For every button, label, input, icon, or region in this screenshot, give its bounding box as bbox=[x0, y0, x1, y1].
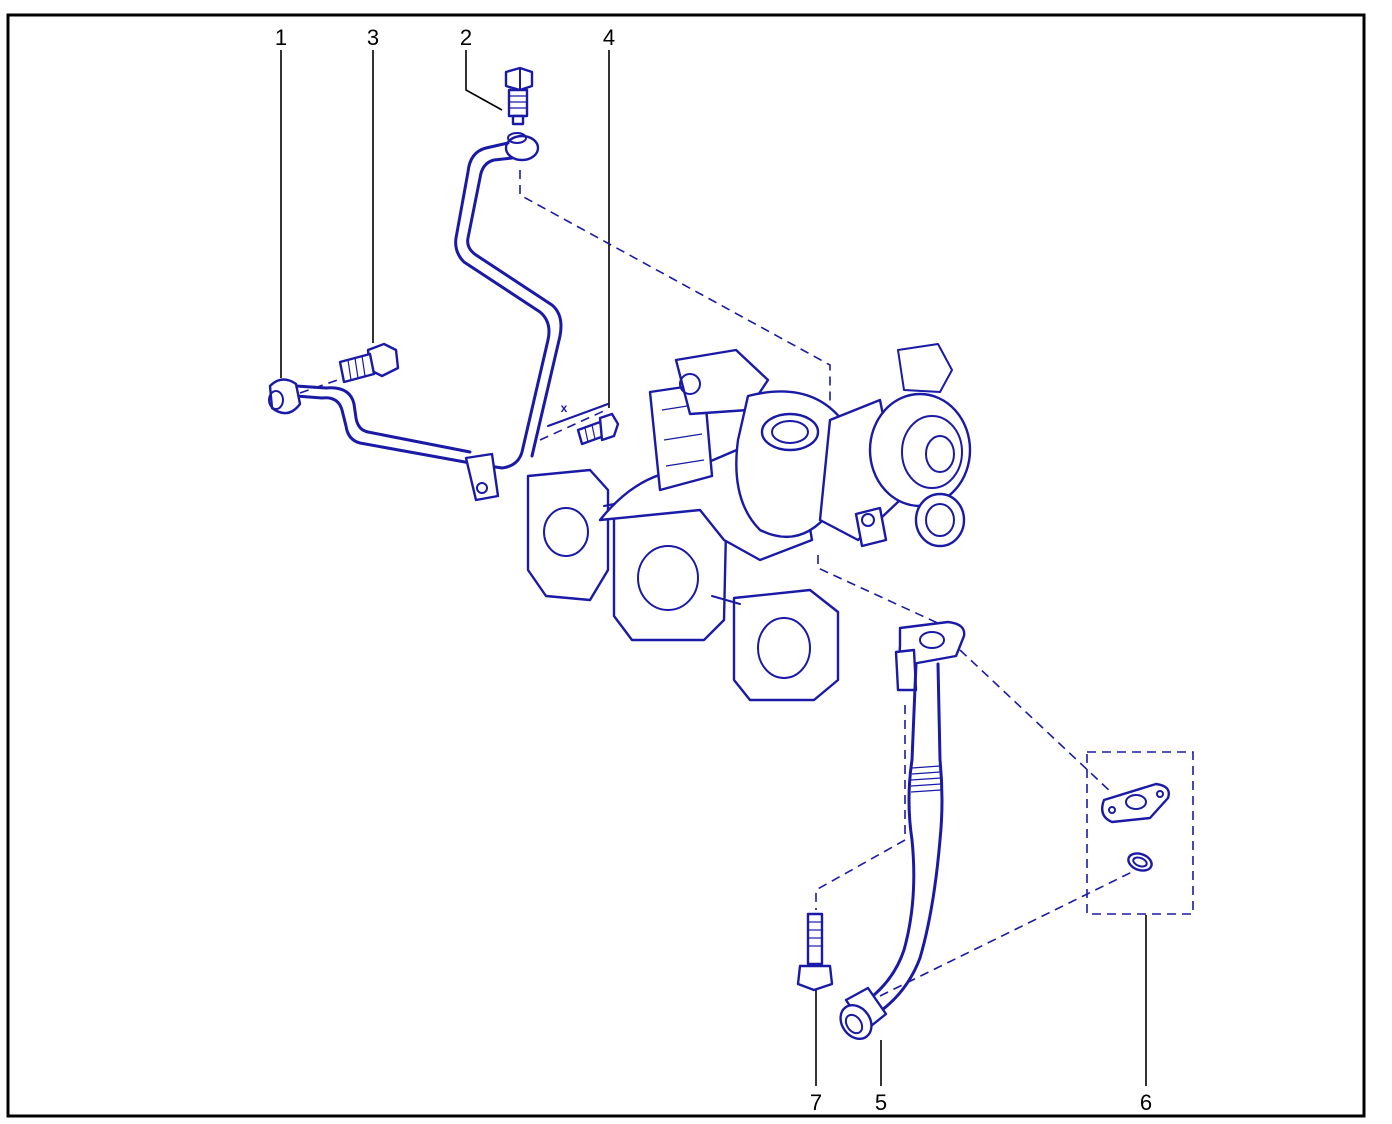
return-pipe-bolt bbox=[796, 912, 834, 992]
callout-3-label: 3 bbox=[367, 25, 379, 50]
assembly-guide-lines bbox=[299, 170, 1194, 997]
callout-4-label: 4 bbox=[603, 25, 615, 50]
callout-4: 4 bbox=[603, 25, 615, 408]
turbocharger-manifold-assembly bbox=[526, 343, 972, 702]
callout-2-label: 2 bbox=[460, 25, 472, 50]
banjo-bolt-lower bbox=[338, 342, 400, 384]
oil-feed-pipe bbox=[268, 132, 563, 502]
callout-7-label: 7 bbox=[810, 1090, 822, 1115]
callout-2: 2 bbox=[460, 25, 503, 111]
gasket-seal-kit bbox=[1101, 782, 1170, 872]
diagram-frame bbox=[6, 13, 1366, 1118]
mounting-bolt: x bbox=[547, 401, 620, 446]
tightening-mark-x: x bbox=[561, 401, 568, 415]
callout-5: 5 bbox=[875, 1040, 887, 1115]
callout-7: 7 bbox=[810, 990, 822, 1115]
callout-6: 6 bbox=[1140, 915, 1152, 1115]
oil-return-pipe bbox=[839, 620, 966, 1040]
callout-1: 1 bbox=[275, 25, 287, 378]
callout-6-label: 6 bbox=[1140, 1090, 1152, 1115]
callout-5-label: 5 bbox=[875, 1090, 887, 1115]
callout-3: 3 bbox=[367, 25, 379, 343]
callout-1-label: 1 bbox=[275, 25, 287, 50]
banjo-bolt bbox=[504, 66, 534, 126]
